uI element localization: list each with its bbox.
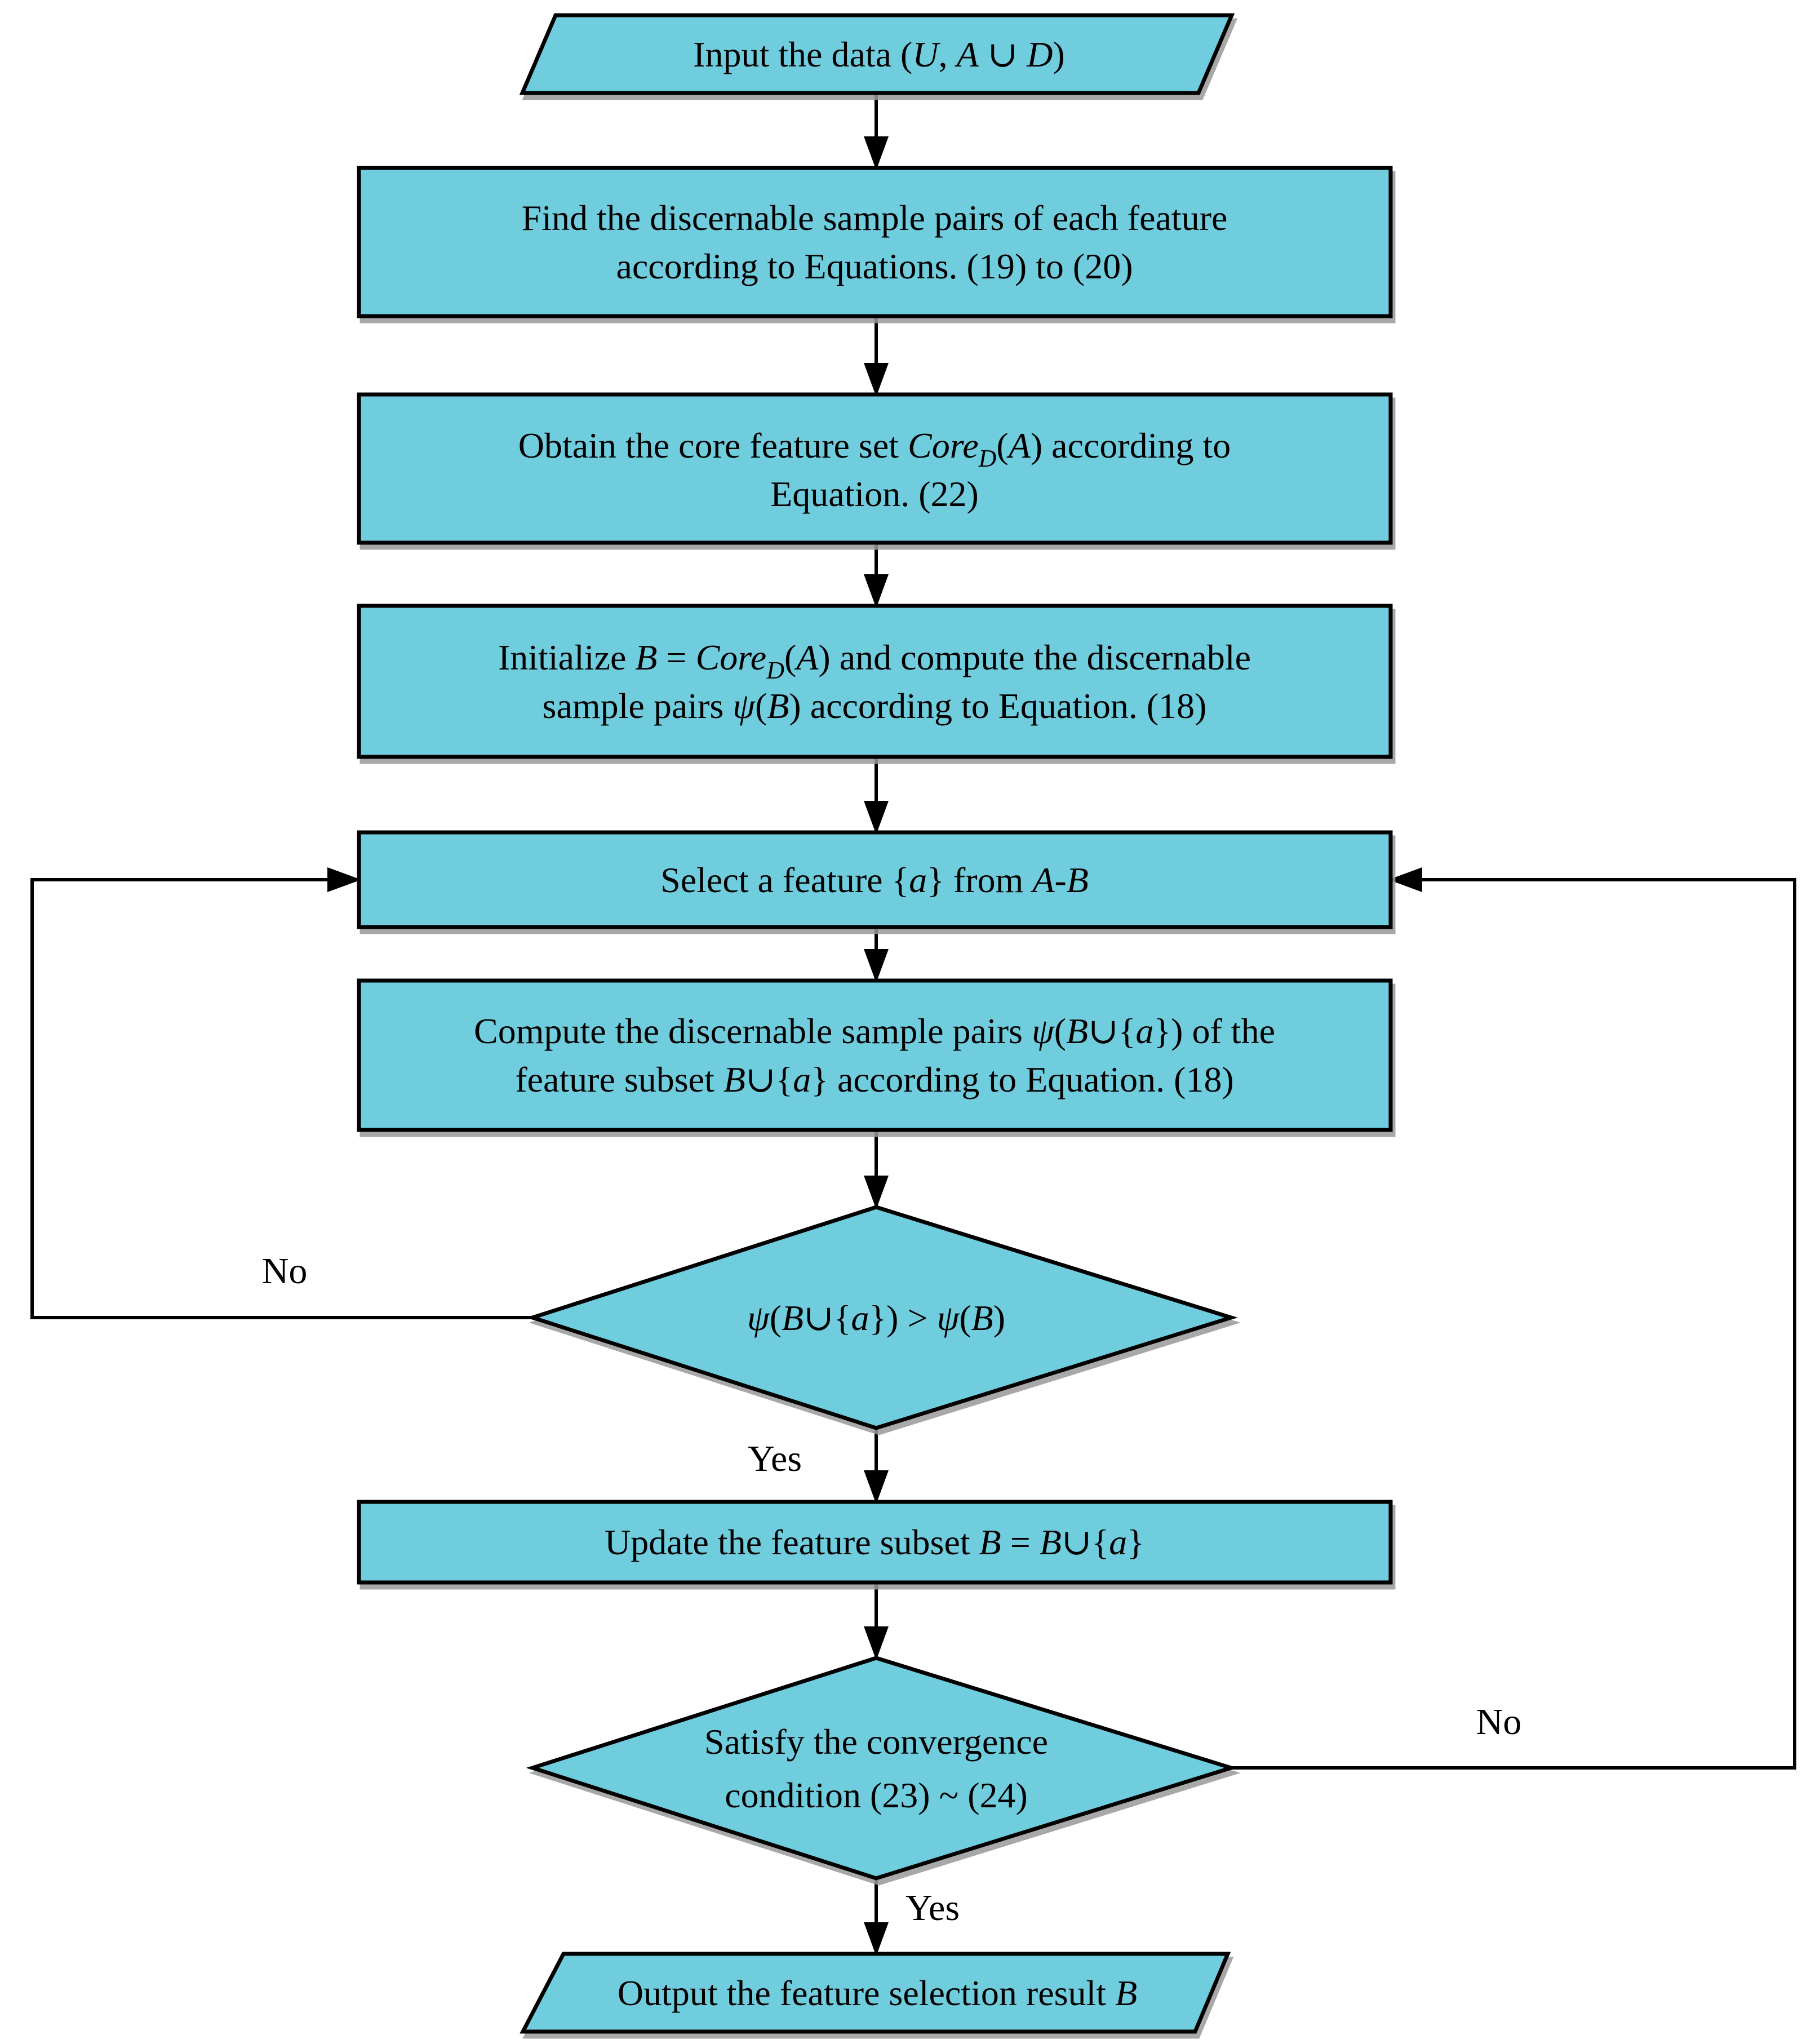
- node-select-feature: Select a feature {a} from A-B: [357, 830, 1393, 929]
- decision-psi-compare-shape: [526, 1205, 1238, 1430]
- initialize-label-line2: sample pairs ψ(B) according to Equation.…: [543, 686, 1207, 726]
- input-parallelogram-shape: [519, 13, 1235, 95]
- branch-labels: No Yes No Yes: [262, 1251, 1522, 1928]
- decision-convergence-shape: [526, 1656, 1238, 1881]
- decision-convergence-label-line1: Satisfy the convergence: [704, 1722, 1048, 1762]
- decision-convergence: Satisfy the convergence condition (23) ~…: [526, 1656, 1238, 1881]
- update-subset-label: Update the feature subset B = B∪{a}: [605, 1522, 1144, 1562]
- core-set-shape: [357, 392, 1393, 545]
- core-set-label-line1: Obtain the core feature set CoreD(A) acc…: [518, 425, 1231, 472]
- label-decision1-no: No: [262, 1251, 308, 1292]
- update-subset-shape: [357, 1500, 1393, 1585]
- arrow-decision2-no-loop: [1231, 867, 1796, 1770]
- decision-psi-compare-label: ψ(B∪{a}) > ψ(B): [747, 1298, 1005, 1338]
- initialize-shape: [357, 604, 1393, 759]
- compute-pairs-shape: [357, 978, 1393, 1132]
- node-find-pairs: Find the discernable sample pairs of eac…: [357, 166, 1393, 318]
- input-label: Input the data (U, A ∪ D): [693, 34, 1065, 74]
- compute-pairs-label-line1: Compute the discernable sample pairs ψ(B…: [474, 1011, 1275, 1051]
- label-decision2-yes: Yes: [905, 1887, 960, 1928]
- output-label: Output the feature selection result B: [618, 1973, 1137, 2013]
- output-parallelogram-shape: [520, 1952, 1231, 2034]
- node-core-set: Obtain the core feature set CoreD(A) acc…: [357, 392, 1393, 545]
- decision-convergence-label-line2: condition (23) ~ (24): [725, 1775, 1028, 1815]
- select-feature-label: Select a feature {a} from A-B: [660, 860, 1089, 900]
- label-decision1-yes: Yes: [748, 1438, 802, 1479]
- node-update-subset: Update the feature subset B = B∪{a}: [357, 1500, 1393, 1585]
- find-pairs-label-line2: according to Equations. (19) to (20): [616, 246, 1133, 286]
- arrow-decision1-no-loop: [30, 867, 532, 1319]
- select-feature-shape: [357, 830, 1393, 929]
- label-decision2-no: No: [1476, 1701, 1522, 1743]
- core-set-label-line2: Equation. (22): [770, 474, 979, 514]
- nodes: Input the data (U, A ∪ D) Find the disce…: [357, 13, 1393, 2034]
- compute-pairs-label-line2: feature subset B∪{a} according to Equati…: [515, 1059, 1234, 1099]
- node-compute-pairs: Compute the discernable sample pairs ψ(B…: [357, 978, 1393, 1132]
- decision-psi-compare: ψ(B∪{a}) > ψ(B): [526, 1205, 1238, 1430]
- node-initialize: Initialize B = CoreD(A) and compute the …: [357, 604, 1393, 759]
- node-output: Output the feature selection result B: [520, 1952, 1231, 2034]
- find-pairs-label-line1: Find the discernable sample pairs of eac…: [522, 198, 1228, 238]
- node-input: Input the data (U, A ∪ D): [519, 13, 1235, 95]
- edges: [30, 93, 1796, 1956]
- initialize-label-line1: Initialize B = CoreD(A) and compute the …: [498, 637, 1251, 684]
- find-pairs-shape: [357, 166, 1393, 318]
